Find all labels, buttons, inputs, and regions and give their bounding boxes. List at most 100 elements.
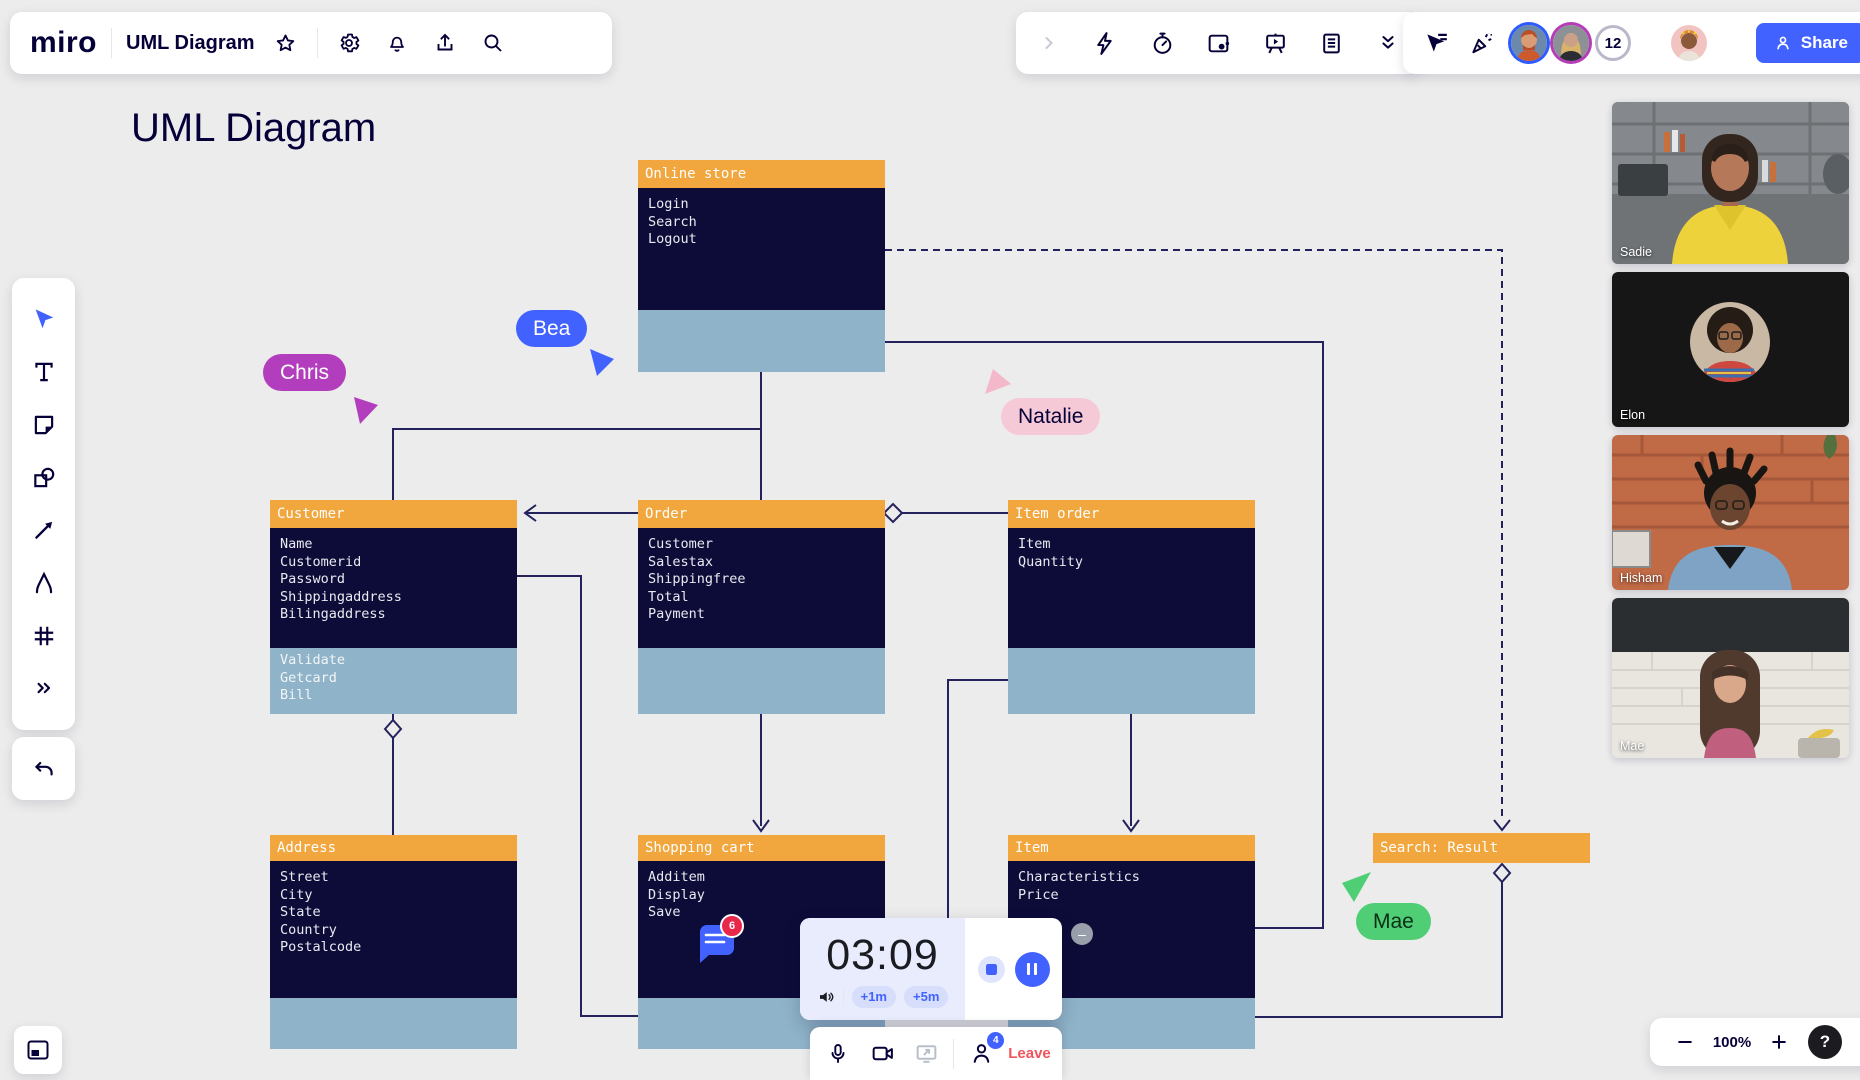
reactions-lightning-icon[interactable] (1089, 26, 1123, 60)
video-tile-sadie[interactable]: Sadie (1612, 102, 1849, 264)
uml-class-name: Item (1015, 840, 1049, 856)
uml-attribute: City (280, 886, 313, 903)
notifications-bell-icon[interactable] (380, 26, 414, 60)
comment-count-badge: 6 (720, 914, 744, 938)
collaborator-count-badge[interactable]: 12 (1595, 25, 1631, 61)
video-frame (1612, 272, 1849, 427)
timer-add-1m-button[interactable]: +1m (851, 985, 896, 1008)
uml-class-search-result[interactable]: Search: Result (1373, 833, 1590, 863)
connection-line-icon[interactable] (27, 513, 61, 547)
uml-class-title: Online store (638, 160, 885, 188)
zoom-level[interactable]: 100% (1712, 1033, 1752, 1051)
select-cursor-icon[interactable] (27, 303, 61, 337)
settings-gear-icon[interactable] (332, 26, 366, 60)
uml-methods (270, 998, 517, 1049)
uml-class-online-store[interactable]: Online store Login Search Logout (638, 160, 885, 372)
frames-panel-icon (27, 1040, 49, 1060)
undo-icon[interactable] (27, 752, 61, 786)
text-icon[interactable] (27, 355, 61, 389)
miro-logo[interactable]: miro (30, 26, 98, 59)
participant-name: Mae (1620, 739, 1645, 753)
export-upload-icon[interactable] (428, 26, 462, 60)
sticky-note-icon[interactable] (27, 408, 61, 442)
follow-cursor-icon[interactable] (1419, 26, 1453, 60)
cards-icon[interactable] (1202, 26, 1236, 60)
avatar-facilitator[interactable] (1671, 25, 1707, 61)
uml-class-shopping-cart[interactable]: Shopping cart Additem Display Save (638, 835, 885, 1049)
uml-class-item-order[interactable]: Item order Item Quantity (1008, 500, 1255, 714)
video-tile-mae[interactable]: Mae (1612, 598, 1849, 758)
screen-share-icon[interactable] (909, 1037, 943, 1071)
star-icon[interactable] (269, 26, 303, 60)
collapse-chevron-icon[interactable] (1032, 26, 1066, 60)
video-tile-elon[interactable]: Elon (1612, 272, 1849, 427)
uml-attribute: Price (1018, 886, 1059, 903)
zoom-in-icon[interactable] (1762, 1025, 1796, 1059)
uml-attribute: Display (648, 886, 705, 903)
zoom-bar: 100% ? (1650, 1018, 1860, 1066)
chris-cursor-icon (354, 397, 378, 424)
cursor-name: Natalie (1018, 404, 1084, 428)
leave-call-button[interactable]: Leave (1008, 1045, 1051, 1062)
uml-class-address[interactable]: Address Street City State Country Postal… (270, 835, 517, 1049)
pen-icon[interactable] (27, 566, 61, 600)
comment-thread[interactable]: 6 (695, 914, 744, 964)
uml-class-title: Search: Result (1373, 833, 1590, 863)
uml-methods (638, 310, 885, 372)
zoom-out-icon[interactable] (1668, 1025, 1702, 1059)
avatar-collaborator-1[interactable] (1511, 25, 1547, 61)
uml-class-name: Order (645, 506, 688, 522)
uml-attributes: Street City State Country Postalcode (270, 861, 517, 998)
undo-panel (12, 737, 75, 800)
uml-attributes: Customer Salestax Shippingfree Total Pay… (638, 528, 885, 648)
uml-class-title: Item order (1008, 500, 1255, 528)
celebration-confetti-icon[interactable] (1465, 26, 1499, 60)
uml-attributes: Item Quantity (1008, 528, 1255, 648)
video-tile-hisham[interactable]: Hisham (1612, 435, 1849, 590)
uml-class-name: Shopping cart (645, 840, 755, 856)
speaker-icon[interactable] (817, 988, 835, 1006)
more-icon[interactable] (27, 671, 61, 705)
timer-pause-button[interactable] (1014, 951, 1050, 987)
uml-class-name: Online store (645, 166, 747, 182)
notes-icon[interactable] (1315, 26, 1349, 60)
uml-attribute: Save (648, 904, 681, 921)
board-title[interactable]: UML Diagram (126, 31, 255, 54)
uml-class-title: Shopping cart (638, 835, 885, 861)
uml-class-title: Customer (270, 500, 517, 528)
share-label: Share (1800, 33, 1848, 52)
share-button[interactable]: Share (1755, 23, 1860, 63)
uml-class-name: Item order (1015, 506, 1100, 522)
cursor-label-bea: Bea (516, 310, 588, 347)
uml-attribute: Item (1018, 536, 1051, 552)
uml-class-order[interactable]: Order Customer Salestax Shippingfree Tot… (638, 500, 885, 714)
more-chevrons-icon[interactable] (1371, 26, 1405, 60)
people-icon[interactable]: 4 (964, 1029, 1007, 1071)
cursor-label-natalie: Natalie (1001, 398, 1101, 435)
help-button[interactable]: ? (1808, 1025, 1842, 1059)
frames-panel-button[interactable] (14, 1026, 62, 1074)
uml-attribute: Country (280, 921, 337, 938)
uml-class-customer[interactable]: Customer Name Customerid Password Shippi… (270, 500, 517, 714)
camera-icon[interactable] (865, 1037, 899, 1071)
uml-class-title: Item (1008, 835, 1255, 861)
timer-time: 03:09 (826, 930, 939, 979)
divider (316, 28, 318, 58)
natalie-cursor-icon (985, 369, 1011, 394)
avatar-collaborator-2[interactable] (1553, 25, 1589, 61)
header-board-panel: miro UML Diagram (10, 12, 612, 74)
timer-widget: 03:09 +1m +5m (800, 918, 1062, 1020)
search-icon[interactable] (476, 26, 510, 60)
timer-stop-button[interactable] (977, 955, 1005, 983)
divider (953, 1038, 955, 1069)
cursor-label-chris: Chris (263, 354, 347, 391)
shapes-icon[interactable] (27, 461, 61, 495)
mic-icon[interactable] (821, 1037, 855, 1071)
presentation-icon[interactable] (1258, 26, 1292, 60)
timer-stopwatch-icon[interactable] (1145, 26, 1179, 60)
frame-icon[interactable] (27, 619, 61, 653)
uml-method: Validate (280, 652, 346, 668)
timer-add-5m-button[interactable]: +5m (904, 985, 949, 1008)
minus-collapsed-icon[interactable]: – (1071, 923, 1093, 945)
video-frame (1612, 435, 1849, 590)
